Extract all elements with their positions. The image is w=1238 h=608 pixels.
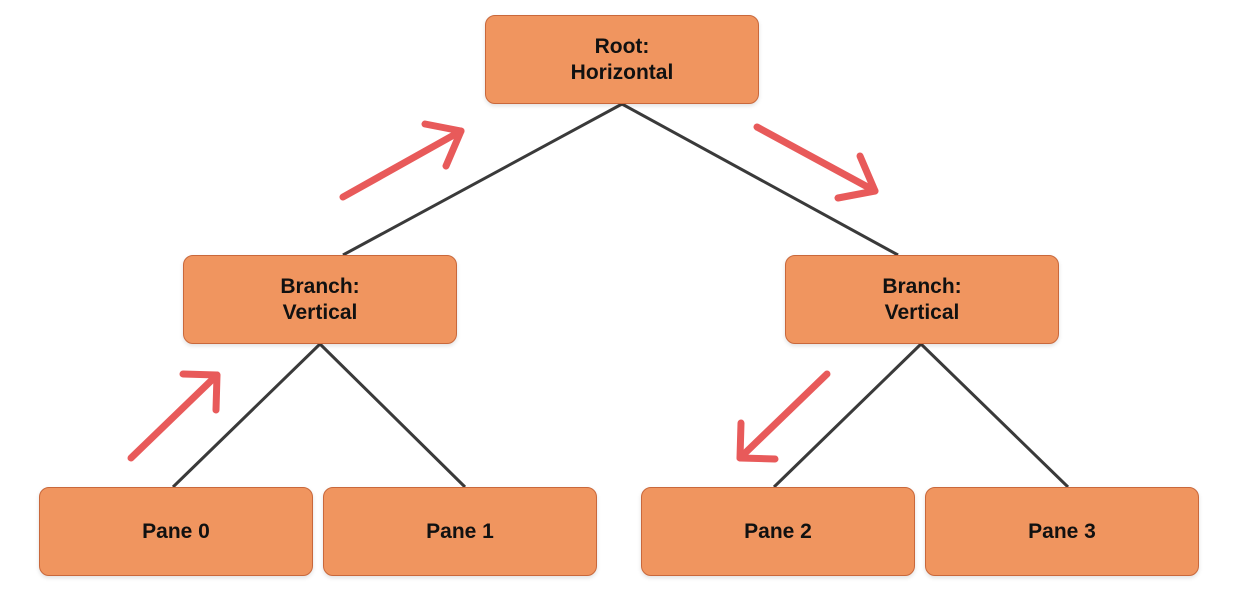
- edge-branch-left-pane-1: [318, 342, 467, 489]
- pane-node-0-label: Pane 0: [142, 519, 210, 543]
- branch-node-left: Branch: Vertical: [183, 255, 457, 344]
- root-node-label: Root: Horizontal: [570, 34, 674, 84]
- edge-branch-right-pane-2: [772, 342, 923, 489]
- branch-node-left-label: Branch: Vertical: [280, 274, 360, 324]
- edge-root-branch-right: [621, 102, 899, 257]
- edge-branch-left-pane-0: [171, 342, 322, 489]
- tree-edges: [171, 102, 1070, 489]
- pane-node-3-label: Pane 3: [1028, 519, 1096, 543]
- traversal-arrows: [127, 120, 879, 463]
- branch-node-right: Branch: Vertical: [785, 255, 1059, 344]
- edge-branch-right-pane-3: [919, 342, 1070, 489]
- pane-node-3: Pane 3: [925, 487, 1199, 576]
- arrow-down-right-icon: [753, 123, 879, 202]
- arrow-up-right-icon: [339, 120, 465, 201]
- pane-node-0: Pane 0: [39, 487, 313, 576]
- branch-node-right-label: Branch: Vertical: [882, 274, 962, 324]
- pane-node-1-label: Pane 1: [426, 519, 494, 543]
- arrow-down-left-icon: [736, 370, 831, 463]
- pane-node-2-label: Pane 2: [744, 519, 812, 543]
- arrow-up-right-icon: [127, 370, 221, 462]
- pane-node-2: Pane 2: [641, 487, 915, 576]
- root-node: Root: Horizontal: [485, 15, 759, 104]
- pane-node-1: Pane 1: [323, 487, 597, 576]
- edge-root-branch-left: [342, 102, 623, 257]
